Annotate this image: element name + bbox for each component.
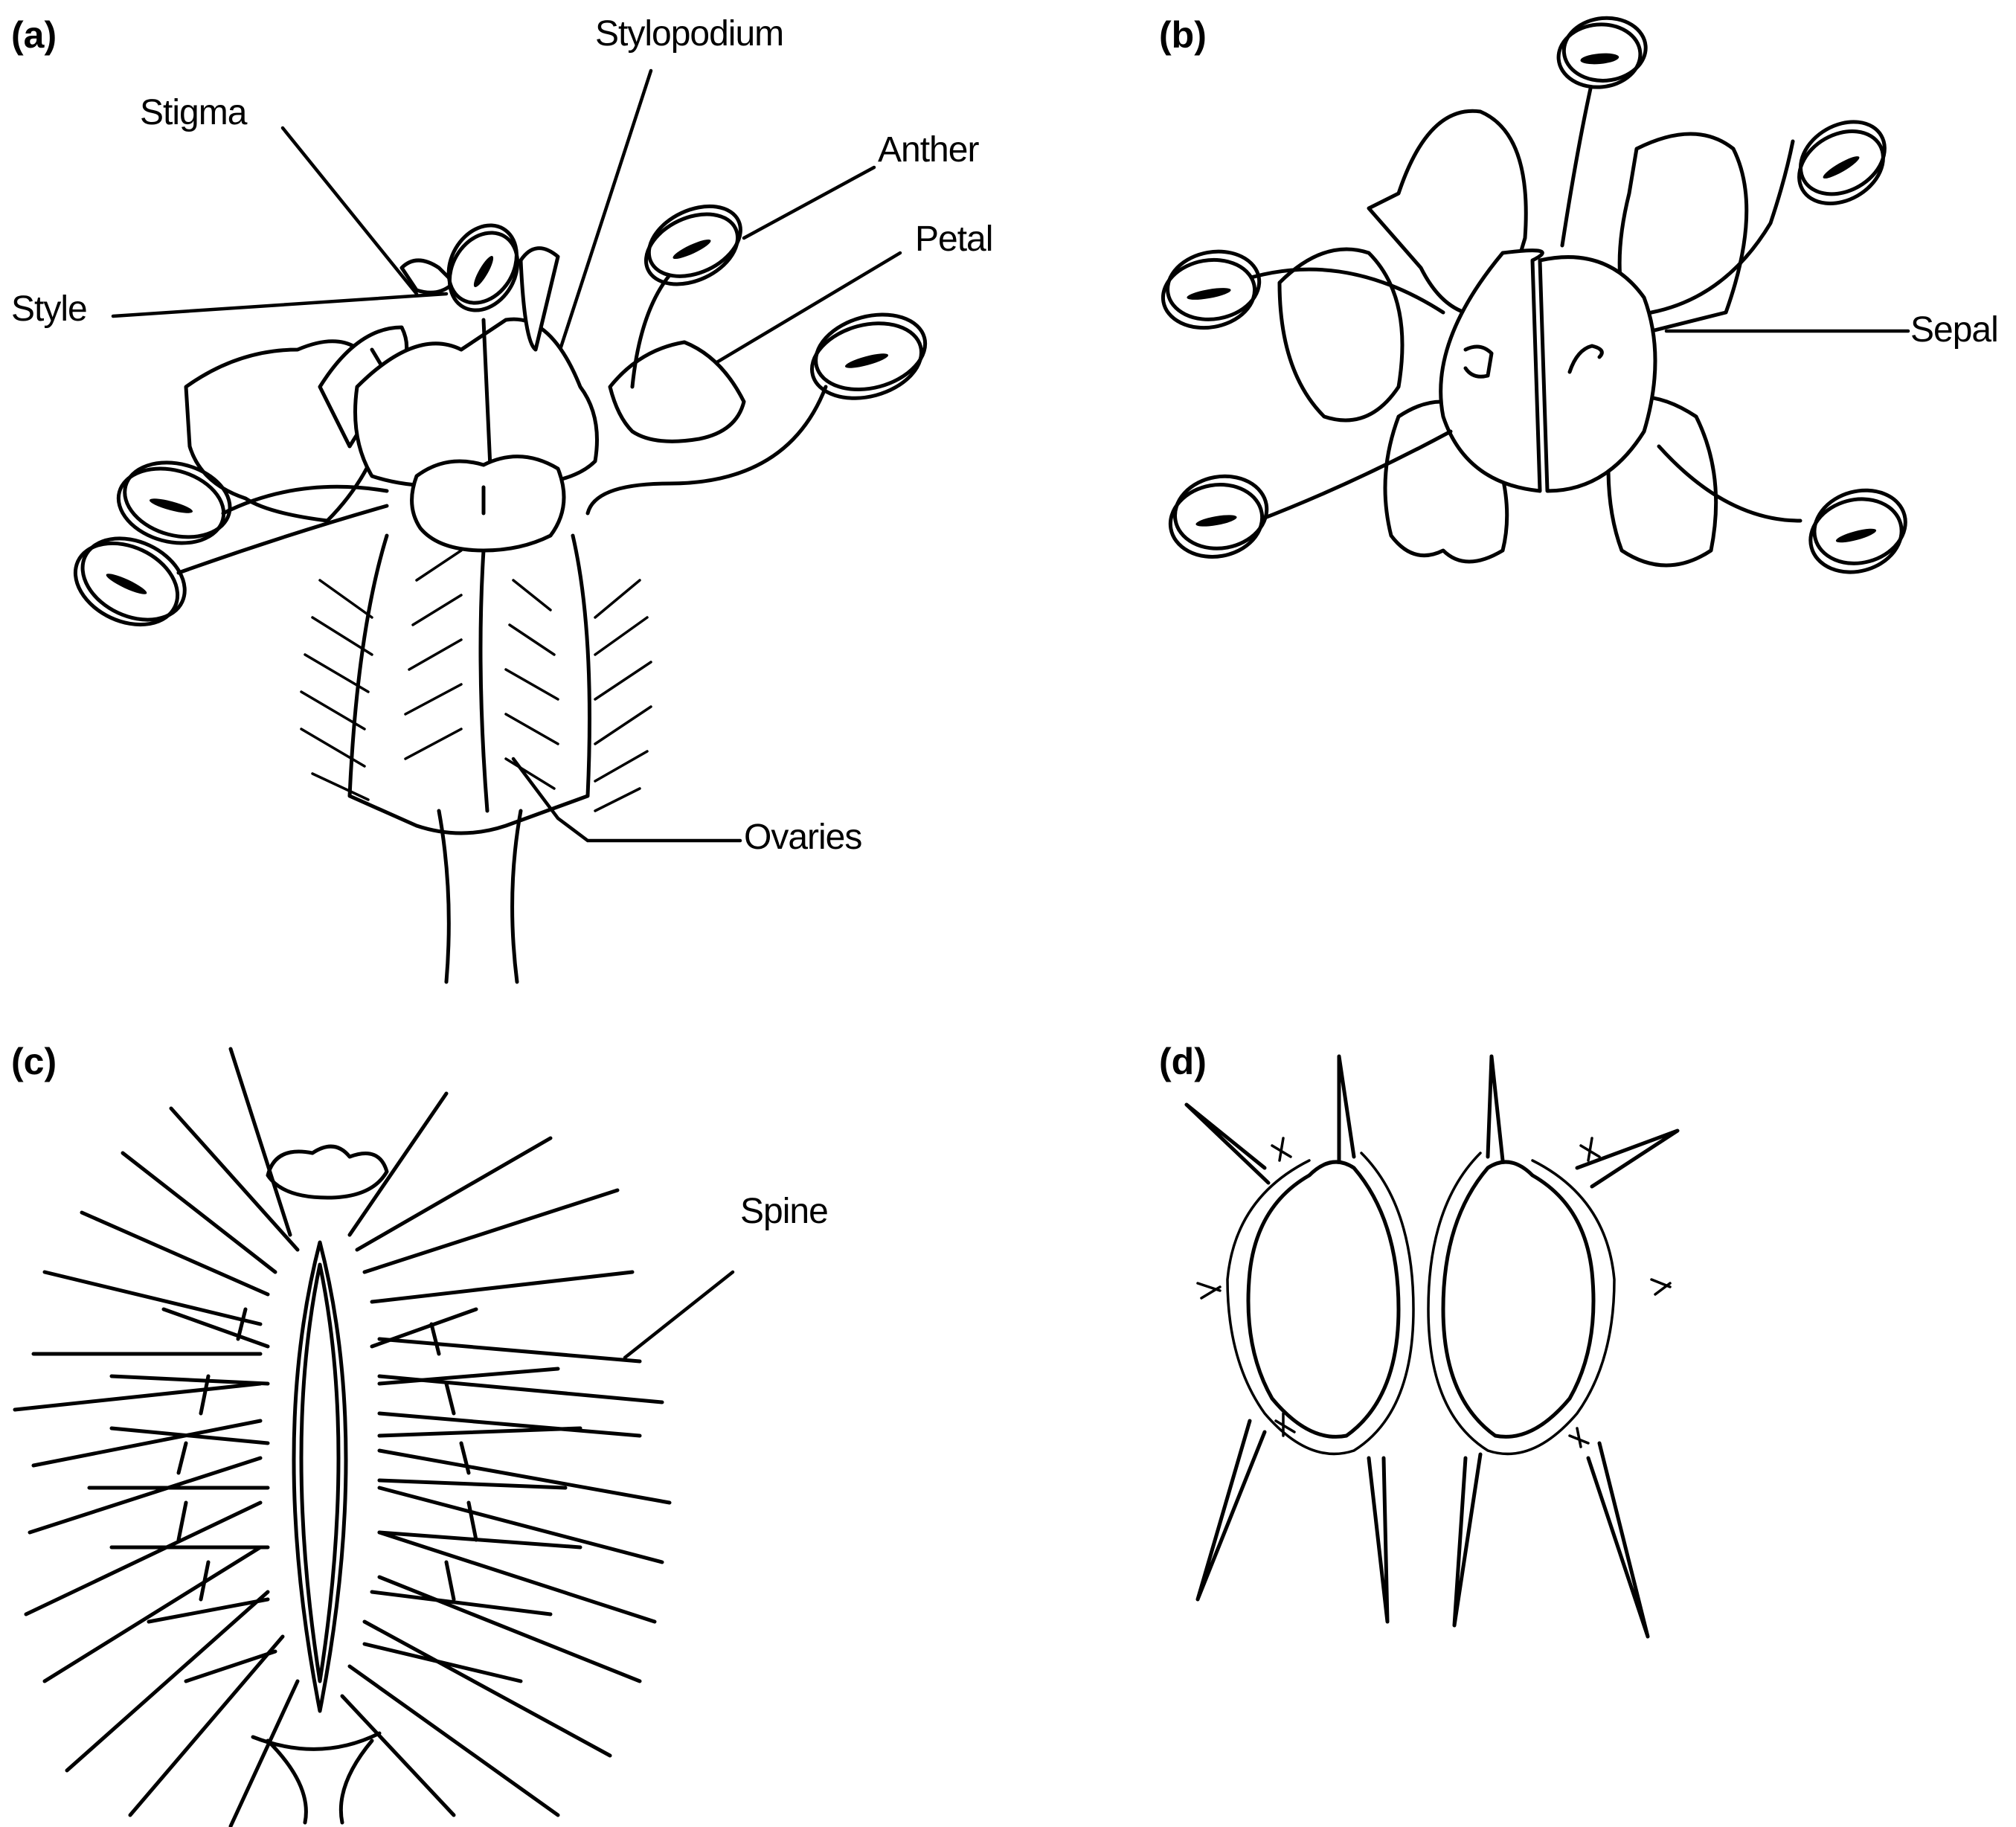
panel-letter-c: (c) [11, 1041, 57, 1082]
bristle-mark-group [1196, 1137, 1672, 1448]
fruit-cross-section-drawing [1184, 1054, 1680, 1639]
panel-d: (d) [1116, 1027, 1860, 1770]
panel-letter-b: (b) [1159, 14, 1207, 56]
panel-b: (b) Sepal [1116, 0, 2016, 610]
panel-letter-d: (d) [1159, 1041, 1207, 1082]
label-stigma: Stigma [140, 93, 247, 132]
flower-side-view-drawing [73, 68, 928, 984]
panel-a: (a) Stylopodium Stigma Anther Petal Styl… [0, 0, 1041, 997]
label-anther: Anther [878, 130, 979, 170]
spine-icon-group [1184, 1054, 1680, 1639]
label-spine: Spine [740, 1192, 829, 1231]
label-petal: Petal [915, 219, 993, 259]
label-style: Style [11, 289, 88, 329]
label-stylopodium: Stylopodium [595, 14, 784, 54]
label-sepal: Sepal [1910, 310, 1999, 350]
panel-letter-a: (a) [11, 14, 57, 56]
spine-icon-group [13, 1047, 300, 1827]
panel-c: (c) Spine [0, 1027, 967, 1827]
anther-icon-group [1161, 16, 1907, 574]
anther-icon-group [73, 204, 928, 627]
flower-top-view-drawing [1161, 16, 1910, 574]
spine-icon-group [340, 1091, 672, 1817]
label-ovaries: Ovaries [744, 818, 862, 857]
spiny-fruit-drawing [13, 1047, 735, 1827]
